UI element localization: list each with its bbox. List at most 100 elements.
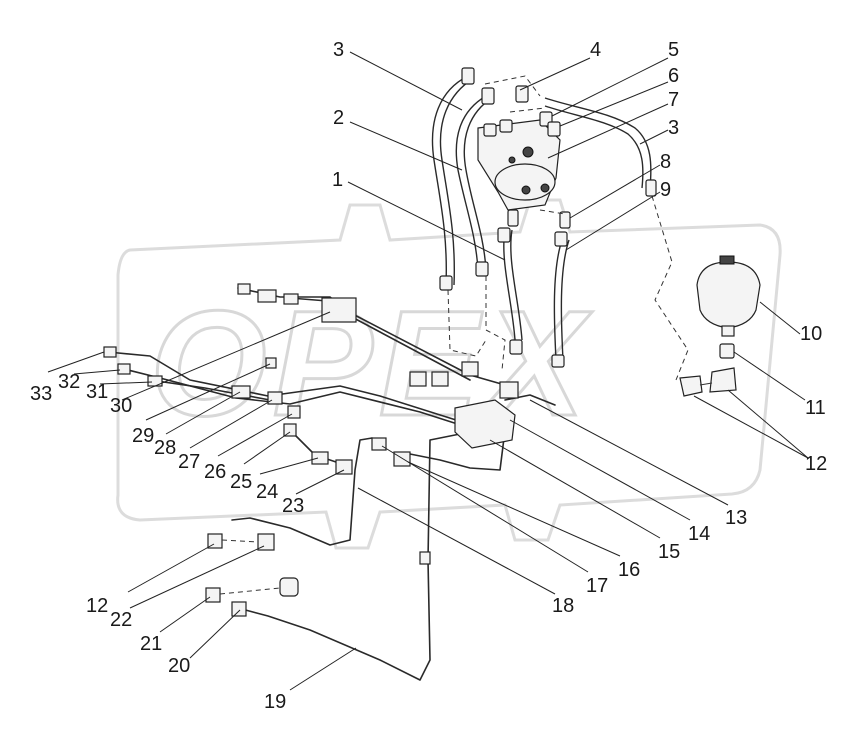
leader-2 (349, 121, 463, 171)
leader-21 (159, 596, 211, 633)
leader-3a (349, 51, 463, 111)
fitting-8 (559, 211, 571, 229)
leader-33 (47, 351, 105, 373)
fitting-20 (231, 601, 247, 617)
leader-4 (519, 57, 591, 91)
leader-3b (639, 129, 669, 145)
valve-body-face (494, 163, 556, 201)
fitting-4 (515, 85, 529, 103)
fitting-top-left-c (283, 293, 299, 305)
leader-17 (381, 445, 589, 573)
fitting-top-left-b (257, 289, 277, 303)
dashed-link-22 (221, 539, 259, 543)
callout-numbers: 3 2 1 4 5 6 7 3 8 9 10 11 12 13 14 15 16… (30, 39, 827, 713)
hose-3-left-inner (439, 77, 475, 286)
leader-31 (99, 381, 153, 385)
callout-2: 2 (333, 107, 344, 129)
callout-9: 9 (660, 179, 671, 201)
leader-12a (727, 389, 809, 459)
fitting-mid-a (409, 371, 427, 387)
fitting-hose-3-end (645, 179, 657, 197)
callout-7: 7 (668, 89, 679, 111)
leader-11 (733, 351, 806, 401)
hose-2-outer (455, 95, 487, 271)
fitting-28 (231, 385, 251, 399)
block-upper-fitting (461, 361, 479, 377)
dashed-link-left (447, 289, 487, 357)
leader-19 (289, 647, 357, 691)
dashed-link-8 (539, 209, 566, 215)
fitting-21 (205, 587, 221, 603)
leader-28 (165, 391, 241, 435)
leader-26 (217, 413, 293, 457)
leader-18 (357, 487, 556, 595)
callout-16: 16 (618, 559, 640, 581)
hose-3-right-inner (544, 105, 644, 189)
fitting-top-left-a (237, 283, 251, 295)
fitting-17 (371, 437, 387, 451)
dashed-link-top (484, 75, 541, 97)
callout-15: 15 (658, 541, 680, 563)
fitting-25 (283, 423, 297, 437)
pipe-22 (231, 437, 373, 546)
callout-31: 31 (86, 381, 108, 403)
elbow-12b (679, 375, 703, 397)
callout-13: 13 (725, 507, 747, 529)
bracket-30 (321, 297, 357, 323)
hose-3-left-outer (431, 75, 469, 286)
valve-block (321, 297, 519, 449)
fitting-valve-left2 (499, 119, 513, 133)
leader-10 (759, 301, 801, 335)
leader-22 (129, 545, 265, 609)
callout-11: 11 (805, 397, 826, 419)
fitting-hose-1-top (497, 227, 511, 243)
leader-lines (47, 51, 809, 691)
fitting-26 (287, 405, 301, 419)
fitting-27 (267, 391, 283, 405)
callout-27: 27 (178, 451, 200, 473)
hose-3-right-outer (544, 97, 652, 189)
fitting-mid-b (431, 371, 449, 387)
fitting-top-2 (481, 87, 495, 105)
leader-13 (529, 399, 729, 506)
callout-14: 14 (688, 523, 710, 545)
hose-9-outer (553, 239, 563, 361)
fitting-valve-left (483, 123, 497, 137)
fitting-12-lower (207, 533, 223, 549)
fitting-valve-bottom (507, 209, 519, 227)
callout-33: 33 (30, 383, 52, 405)
fitting-23 (335, 459, 353, 475)
leader-14 (509, 419, 691, 521)
valve-port-small (508, 156, 516, 164)
valve-assembly (431, 67, 689, 381)
callout-23: 23 (282, 495, 304, 517)
leader-16 (407, 461, 621, 557)
leader-15 (489, 439, 661, 539)
callout-12-right: 12 (805, 453, 827, 475)
callout-20: 20 (168, 655, 190, 677)
accumulator-assembly (679, 255, 761, 397)
fitting-33 (103, 346, 117, 358)
callout-29: 29 (132, 425, 154, 447)
leader-30 (121, 311, 331, 401)
leader-7 (547, 103, 669, 159)
elbow-12 (709, 367, 737, 393)
dashed-link-fittings (509, 107, 546, 113)
accumulator-cap (719, 255, 735, 265)
fitting-16 (393, 451, 411, 467)
pipe-18 (409, 429, 506, 471)
callout-24: 24 (256, 481, 278, 503)
leader-24 (259, 457, 319, 475)
dashed-link-hose3-down (651, 195, 689, 381)
callout-3-left: 3 (333, 39, 344, 61)
callout-5: 5 (668, 39, 679, 61)
block-top-fitting (499, 381, 519, 399)
callout-21: 21 (140, 633, 162, 655)
elbow-link (699, 382, 713, 386)
leader-8 (569, 164, 661, 219)
callout-19: 19 (264, 691, 286, 713)
fitting-hose-9-top (554, 231, 568, 247)
fitting-11 (719, 343, 735, 359)
callout-3-right: 3 (668, 117, 679, 139)
